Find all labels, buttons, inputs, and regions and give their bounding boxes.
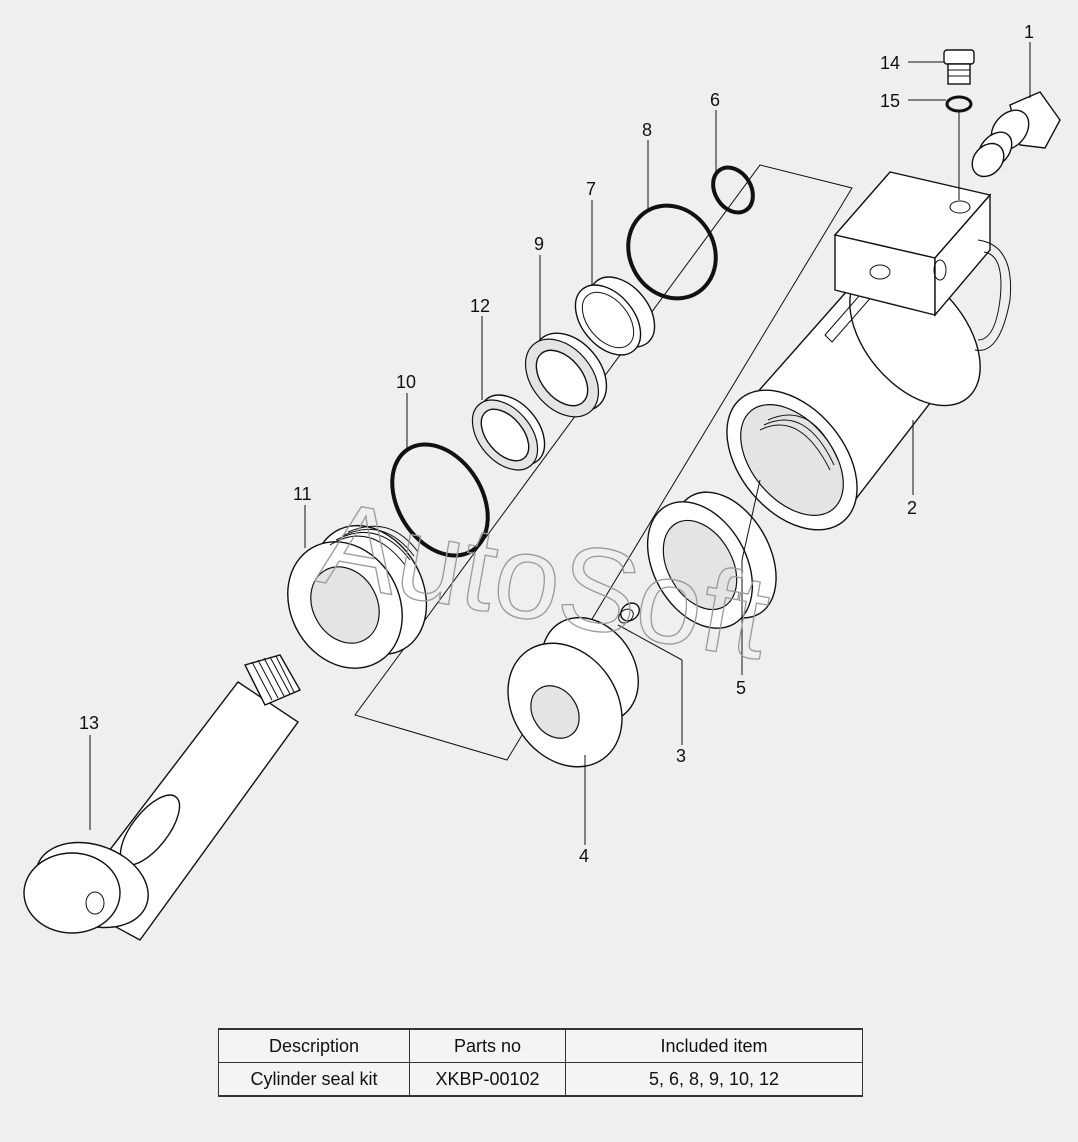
seal-kit-boundary [354, 164, 853, 761]
callout-10: 10 [396, 372, 416, 392]
part-13-piston-rod [23, 654, 301, 941]
part-14-plug [943, 49, 975, 85]
callout-4: 4 [579, 846, 589, 866]
callout-1: 1 [1024, 22, 1034, 42]
callout-7: 7 [586, 179, 596, 199]
callout-3: 3 [676, 746, 686, 766]
table-header-row: Description Parts no Included item [218, 1028, 863, 1063]
callout-8: 8 [642, 120, 652, 140]
callout-5: 5 [736, 678, 746, 698]
header-included-item: Included item [565, 1028, 863, 1063]
callout-13: 13 [79, 713, 99, 733]
cell-included-item: 5, 6, 8, 9, 10, 12 [565, 1062, 863, 1097]
part-4-piston-nut [507, 616, 639, 768]
callout-6: 6 [710, 90, 720, 110]
cell-description: Cylinder seal kit [218, 1062, 410, 1097]
port-block [833, 171, 1012, 351]
callout-11: 11 [293, 484, 312, 504]
part-8-o-ring [626, 203, 718, 301]
part-15-o-ring [945, 95, 973, 113]
callout-2: 2 [907, 498, 917, 518]
header-description: Description [218, 1028, 410, 1063]
part-5-piston [646, 491, 777, 629]
part-1-fitting [971, 91, 1061, 178]
callouts: 1 2 3 4 5 6 7 8 9 10 11 12 13 14 15 [79, 22, 1034, 866]
part-10-o-ring [390, 442, 490, 558]
callout-15: 15 [880, 91, 900, 111]
part-7-bushing [574, 276, 656, 356]
rod-thread [243, 654, 301, 706]
callout-14: 14 [880, 53, 900, 73]
cell-parts-no: XKBP-00102 [409, 1062, 566, 1097]
seal-kit-table: Description Parts no Included item Cylin… [218, 1028, 863, 1097]
callout-12: 12 [470, 296, 490, 316]
part-6-o-ring [711, 165, 755, 215]
part-3-set-screw [618, 602, 640, 624]
leader-lines [89, 42, 1031, 845]
callout-9: 9 [534, 234, 544, 254]
part-2-cylinder-tube [726, 171, 1012, 531]
part-11-cylinder-head [287, 524, 428, 669]
table-row: Cylinder seal kit XKBP-00102 5, 6, 8, 9,… [218, 1062, 863, 1097]
part-9-rod-seal [524, 332, 608, 418]
header-parts-no: Parts no [409, 1028, 566, 1063]
part-12-wiper-seal [471, 394, 546, 471]
